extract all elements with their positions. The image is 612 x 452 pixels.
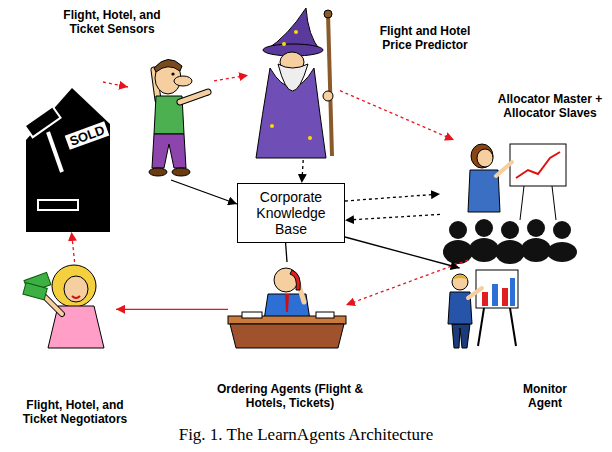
sold-sign: SOLD [65, 121, 110, 150]
flow-arrow [345, 194, 440, 201]
flow-arrow [286, 243, 287, 262]
flow-arrow [103, 82, 128, 87]
sensor-figure [149, 59, 208, 176]
agent-label: Ordering Agents (Flight & Hotels, Ticket… [210, 382, 370, 410]
flow-arrow [302, 160, 303, 183]
ordering-agent: Ordering Agents (Flight & Hotels, Ticket… [228, 262, 346, 348]
allocator-figure [443, 144, 577, 264]
agent-label: Allocator Master + Allocator Slaves [494, 92, 606, 120]
flow-arrow [171, 180, 237, 204]
sensor-agent: Flight, Hotel, and Ticket Sensors [128, 56, 214, 180]
flow-arrow [345, 214, 440, 220]
figure-caption: Fig. 1. The LearnAgents Architecture [0, 424, 612, 446]
ordering-figure [228, 268, 346, 348]
flow-arrow [214, 75, 248, 81]
agent-label: Flight, Hotel, and Ticket Negotiators [15, 398, 135, 426]
monitor-agent: Monitor Agent [444, 268, 522, 350]
agent-label: Flight and Hotel Price Predictor [365, 24, 485, 52]
flow-arrow [345, 237, 460, 268]
flow-arrow [72, 232, 75, 262]
knowledge-base-box: Corporate Knowledge Base [237, 183, 345, 243]
flow-arrow [346, 260, 468, 305]
agent-label: Monitor Agent [515, 382, 575, 410]
predictor-agent: Flight and Hotel Price Predictor [248, 6, 340, 160]
box-text: Corporate Knowledge Base [242, 189, 340, 237]
wizard-figure [256, 8, 333, 158]
flow-arrow [116, 309, 228, 310]
negotiator-agent: Flight, Hotel, and Ticket Negotiators [24, 262, 116, 348]
negotiator-figure [23, 265, 104, 348]
flow-arrow [340, 91, 454, 140]
agent-label: Flight, Hotel, and Ticket Sensors [52, 8, 172, 36]
auction-figure [25, 88, 110, 232]
auction-house: SOLD [22, 82, 112, 232]
monitor-figure [448, 270, 518, 348]
allocator-agent: Allocator Master + Allocator Slaves [440, 140, 580, 260]
